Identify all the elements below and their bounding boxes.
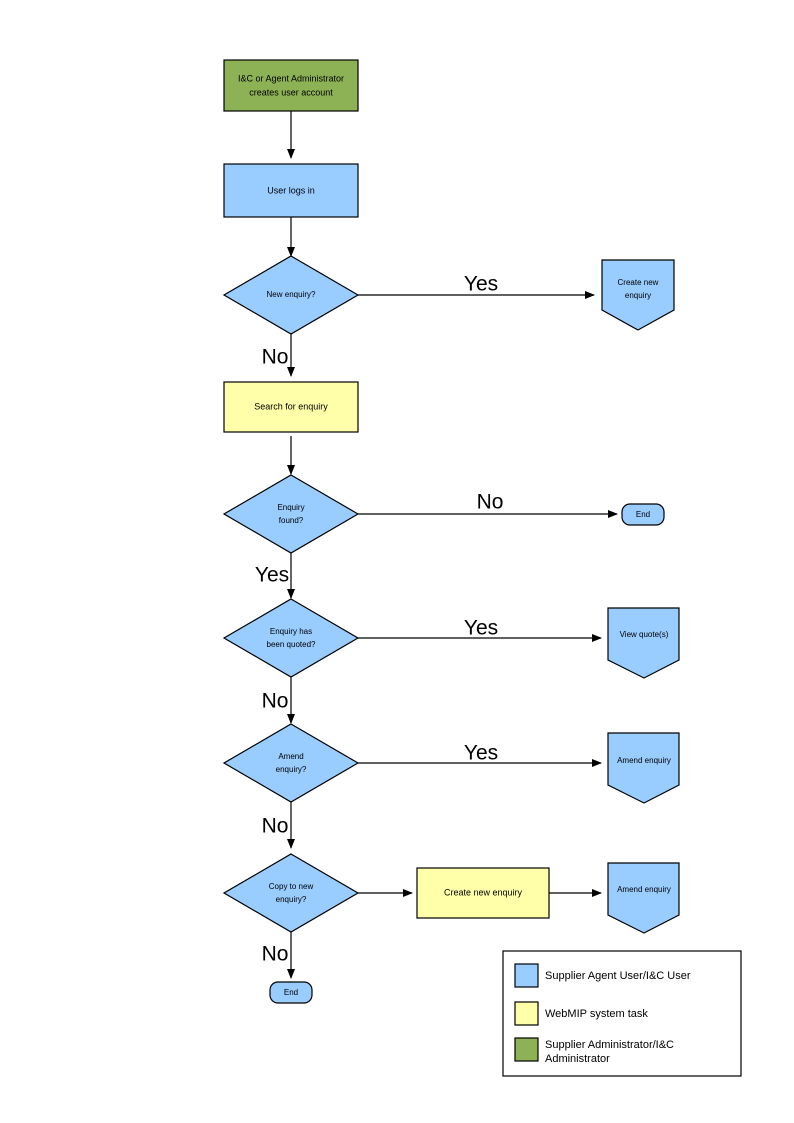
node-label-line1: User logs in: [267, 185, 315, 195]
node-label-line2: enquiry?: [276, 895, 307, 904]
node-label-line2: creates user account: [249, 87, 333, 97]
node-copy-to-new-enquiry-decision[interactable]: Copy to new enquiry?: [222, 853, 360, 933]
node-label-line1: End: [636, 510, 650, 519]
node-label-line1: I&C or Agent Administrator: [238, 73, 344, 83]
node-shape-decision: [222, 853, 360, 933]
node-shape-manual: [607, 607, 680, 679]
node-label-line2: been quoted?: [267, 640, 316, 649]
edge-label-amend-enquiry-no: No: [262, 815, 289, 838]
node-label-line2: enquiry?: [276, 765, 307, 774]
legend-label-admin-line2: Administrator: [545, 1053, 610, 1065]
edge-label-amend-enquiry-yes: Yes: [464, 742, 498, 765]
node-label-line1: Enquiry: [277, 503, 304, 512]
node-create-new-enquiry-manual[interactable]: Create new enquiry: [601, 259, 675, 331]
node-label-line1: End: [284, 988, 298, 997]
node-shape-process: [223, 381, 359, 433]
node-shape-decision: [222, 723, 360, 803]
node-end-top[interactable]: End: [621, 503, 665, 526]
node-shape-terminator: [621, 503, 665, 526]
edge-label-copy-to-new-no: No: [262, 943, 289, 966]
node-label-line1: Search for enquiry: [254, 401, 328, 411]
node-shape-process: [223, 163, 359, 218]
node-create-new-enquiry-system[interactable]: Create new enquiry: [416, 867, 550, 919]
edge-label-enquiry-found-yes: Yes: [255, 564, 289, 587]
node-shape-manual: [607, 732, 680, 804]
edges: [287, 111, 618, 979]
node-amend-enquiry-manual-1[interactable]: Amend enquiry: [607, 732, 680, 804]
edge-label-new-enquiry-yes: Yes: [464, 273, 498, 296]
node-amend-enquiry-decision[interactable]: Amend enquiry?: [222, 723, 360, 803]
node-view-quotes[interactable]: View quote(s): [607, 607, 680, 679]
node-end-bottom[interactable]: End: [269, 981, 313, 1004]
legend-container: [502, 950, 742, 1077]
node-shape-process: [416, 867, 550, 919]
legend-item-admin: Supplier Administrator/I&C Administrator: [514, 1037, 674, 1065]
node-shape-process: [223, 59, 359, 112]
node-shape-decision: [222, 598, 360, 678]
edge-label-new-enquiry-no: No: [262, 346, 289, 369]
node-enquiry-found-decision[interactable]: Enquiry found?: [222, 474, 360, 554]
legend: Supplier Agent User/I&C User WebMIP syst…: [502, 950, 742, 1077]
legend-item-system: WebMIP system task: [514, 1001, 648, 1026]
node-shape-manual: [601, 259, 675, 331]
edge-labels: Yes No No Yes Yes No Yes No No: [255, 273, 504, 966]
node-label-line1: Amend enquiry: [617, 756, 671, 765]
node-new-enquiry-decision[interactable]: New enquiry?: [222, 255, 360, 335]
legend-label-user: Supplier Agent User/I&C User: [545, 970, 691, 982]
edge-label-enquiry-quoted-no: No: [262, 690, 289, 713]
legend-item-user: Supplier Agent User/I&C User: [514, 963, 691, 988]
node-label-line1: Amend enquiry: [617, 885, 671, 894]
node-label-line2: found?: [279, 516, 304, 525]
legend-label-admin: Supplier Administrator/I&C: [545, 1039, 674, 1051]
node-label-line1: New enquiry?: [267, 290, 316, 299]
edge-label-enquiry-quoted-yes: Yes: [464, 617, 498, 640]
node-shape-terminator: [269, 981, 313, 1004]
node-label-line1: Copy to new: [269, 882, 314, 891]
node-label-line1: Amend: [278, 752, 303, 761]
node-label-line2: enquiry: [625, 291, 651, 300]
node-shape-decision: [222, 255, 360, 335]
node-shape-decision: [222, 474, 360, 554]
node-label-line1: Create new enquiry: [444, 887, 523, 897]
node-search-for-enquiry[interactable]: Search for enquiry: [223, 381, 359, 433]
legend-swatch-admin: [514, 1037, 539, 1062]
node-enquiry-quoted-decision[interactable]: Enquiry has been quoted?: [222, 598, 360, 678]
edge-label-enquiry-found-no: No: [477, 491, 504, 514]
node-amend-enquiry-manual-2[interactable]: Amend enquiry: [607, 862, 680, 934]
node-shape-manual: [607, 862, 680, 934]
node-label-line1: View quote(s): [620, 630, 669, 639]
legend-swatch-system: [514, 1001, 539, 1026]
legend-label-system: WebMIP system task: [545, 1008, 648, 1020]
node-admin-creates-account[interactable]: I&C or Agent Administrator creates user …: [223, 59, 359, 112]
legend-swatch-user: [514, 963, 539, 988]
node-label-line1: Enquiry has: [270, 627, 312, 636]
node-label-line1: Create new: [618, 278, 659, 287]
node-user-logs-in[interactable]: User logs in: [223, 163, 359, 218]
